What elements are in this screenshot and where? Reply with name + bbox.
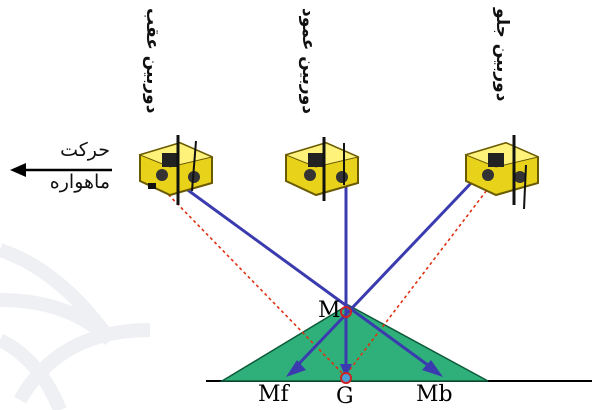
satellite-nadir-icon <box>284 137 360 201</box>
point-mb-label: Mb <box>416 382 453 407</box>
watermark <box>0 243 151 410</box>
ray-front-camera <box>290 178 476 373</box>
point-m-label: M <box>318 298 341 323</box>
ray-back-camera <box>173 178 437 373</box>
dashed-ray-front <box>344 185 491 377</box>
satellite-back-icon <box>138 135 214 205</box>
terrain-triangle <box>219 304 489 382</box>
arrowhead-mf <box>286 360 306 377</box>
point-g-marker <box>340 372 352 384</box>
motion-label-line1: حرکت <box>60 139 110 161</box>
arrowhead-mb <box>422 360 443 377</box>
point-m-marker <box>340 306 352 318</box>
nadir-camera-label: دوربین عمود <box>298 8 318 115</box>
point-mf-label: Mf <box>258 382 289 407</box>
satellite-front-icon <box>464 135 540 210</box>
motion-arrowhead <box>10 163 26 177</box>
motion-label-line2: ماهواره <box>49 171 110 193</box>
back-camera-label: دوربین عقب <box>142 8 162 114</box>
dashed-ray-back <box>159 185 346 377</box>
motion-label: حرکت ماهواره <box>30 138 110 194</box>
arrowhead-g <box>340 364 352 378</box>
front-camera-label: دوربین جلو <box>492 8 512 102</box>
point-g-label: G <box>336 384 354 409</box>
